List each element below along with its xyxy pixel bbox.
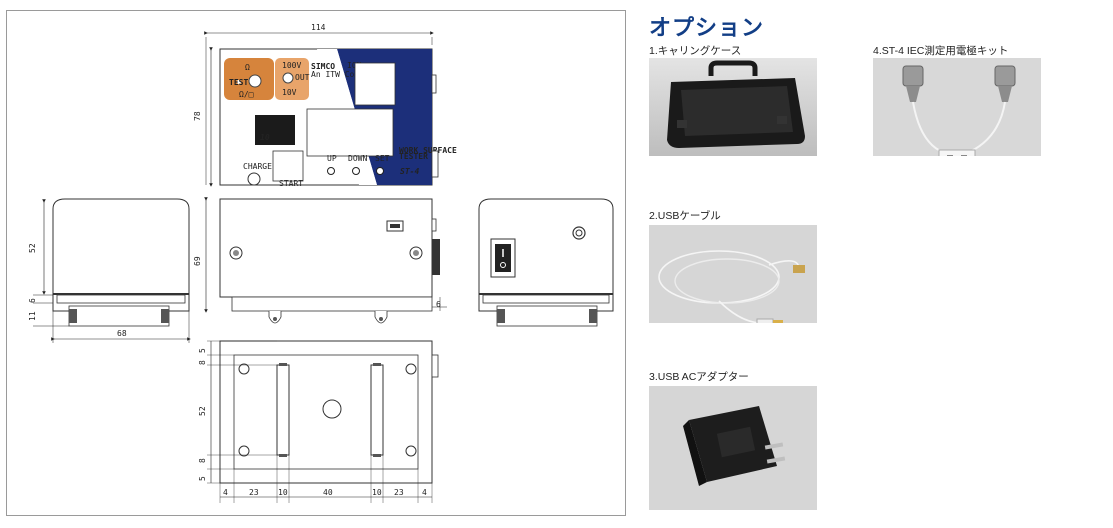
dim-seg-23b: 23	[394, 488, 404, 497]
up-label: UP	[327, 154, 337, 163]
v100-label: 100V	[282, 61, 301, 70]
dim-seg-4a: 4	[223, 488, 228, 497]
front-view: Ω TEST Ω/□ 100V OUT 10V SIMCO ION An ITW…	[193, 23, 457, 188]
technical-drawing: Ω TEST Ω/□ 100V OUT 10V SIMCO ION An ITW…	[6, 10, 626, 516]
segment-display	[255, 115, 295, 145]
dim-seg-23a: 23	[249, 488, 259, 497]
dim-seg-10a: 10	[278, 488, 288, 497]
main-window	[306, 108, 394, 157]
charge-label: CHARGE	[243, 162, 272, 171]
dim-bottom-5a: 5	[198, 348, 207, 353]
voltage-button	[282, 72, 294, 84]
charge-button	[247, 172, 261, 186]
option-label-electrode: 4.ST-4 IEC測定用電極キット	[873, 45, 1009, 57]
usb-ac-adapter-photo	[649, 386, 817, 510]
test-label: TEST	[229, 78, 248, 87]
model-name: ST-4	[400, 167, 419, 176]
option-label-usb-cable: 2.USBケーブル	[649, 210, 721, 222]
set-button	[376, 167, 384, 175]
option-label-usb-adapter: 3.USB ACアダプター	[649, 371, 749, 383]
drawing-svg: Ω TEST Ω/□ 100V OUT 10V SIMCO ION An ITW…	[28, 23, 614, 503]
brand-badge: ION	[347, 61, 362, 70]
brand-text: SIMCO	[311, 62, 335, 71]
left-view: 52 6 11 68	[28, 198, 191, 343]
carrying-case-photo	[649, 58, 817, 156]
rear-view	[478, 198, 614, 327]
down-button	[352, 167, 360, 175]
brand-sub: An ITW Company	[311, 70, 379, 79]
dim-side-offset: 6	[436, 300, 441, 309]
ohm-top-text: Ω	[245, 63, 250, 72]
start-label: START	[279, 179, 303, 188]
upper-window	[354, 62, 396, 106]
display-value: 10	[260, 133, 270, 142]
dim-seg-4b: 4	[422, 488, 427, 497]
up-button	[327, 167, 335, 175]
dim-left-width: 68	[117, 329, 127, 338]
dim-top-width: 114	[311, 23, 326, 32]
dim-bottom-5b: 5	[198, 476, 207, 481]
dim-bottom-8b: 8	[198, 458, 207, 463]
start-button-square	[272, 150, 304, 182]
dim-side-height: 69	[193, 256, 202, 266]
ohm-bottom-text: Ω/□	[239, 90, 254, 99]
out-label: OUT	[295, 73, 310, 82]
set-label: SET	[375, 154, 390, 163]
options-title: オプション	[649, 16, 765, 41]
dim-seg-10b: 10	[372, 488, 382, 497]
dim-seg-40: 40	[323, 488, 333, 497]
down-label: DOWN	[348, 154, 367, 163]
dim-left-height: 52	[28, 243, 37, 253]
model-line2: TESTER	[399, 152, 428, 161]
bottom-view: 5 8 52 8 5 4 23 10 40 10 23	[198, 340, 439, 503]
test-button	[248, 74, 262, 88]
dim-left-base: 6	[28, 298, 37, 303]
usb-cable-photo	[649, 225, 817, 323]
dim-bottom-52: 52	[198, 406, 207, 416]
electrode-kit-photo	[873, 58, 1041, 156]
v10-label: 10V	[282, 88, 297, 97]
option-label-case: 1.キャリングケース	[649, 45, 742, 57]
dim-front-height: 78	[193, 111, 202, 121]
model-line1: WORK SURFACE	[399, 146, 457, 155]
options-section: オプション 1.キャリングケース 4.ST-4 IEC測定用電極キット	[649, 10, 1109, 520]
side-view: 69 6	[193, 197, 447, 324]
dim-left-foot: 11	[28, 311, 37, 321]
dim-bottom-8a: 8	[198, 360, 207, 365]
